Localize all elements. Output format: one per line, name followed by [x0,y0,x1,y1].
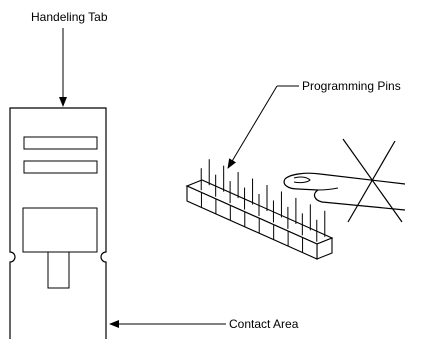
programming-pins-arrow [227,85,278,169]
card-chip-stem [47,251,70,289]
prohibited-cross [342,138,403,223]
cross-stroke-b [347,140,396,223]
contact-area-label: Contact Area [229,317,299,331]
card-outline [9,107,107,339]
card-chip-block [22,207,98,253]
pin-header [185,159,334,260]
pin-header-dividers [200,192,304,253]
card [9,107,107,339]
handling-tab-label: Handeling Tab [31,10,108,24]
pin-header-pins [200,159,326,242]
card-slot-upper [23,136,98,150]
finger-illustration [283,172,406,211]
programming-pins-label: Programming Pins [302,79,401,93]
finger-outline [283,172,406,211]
finger-crease [317,187,339,191]
fingernail [293,176,311,184]
card-slot-lower [23,160,98,174]
